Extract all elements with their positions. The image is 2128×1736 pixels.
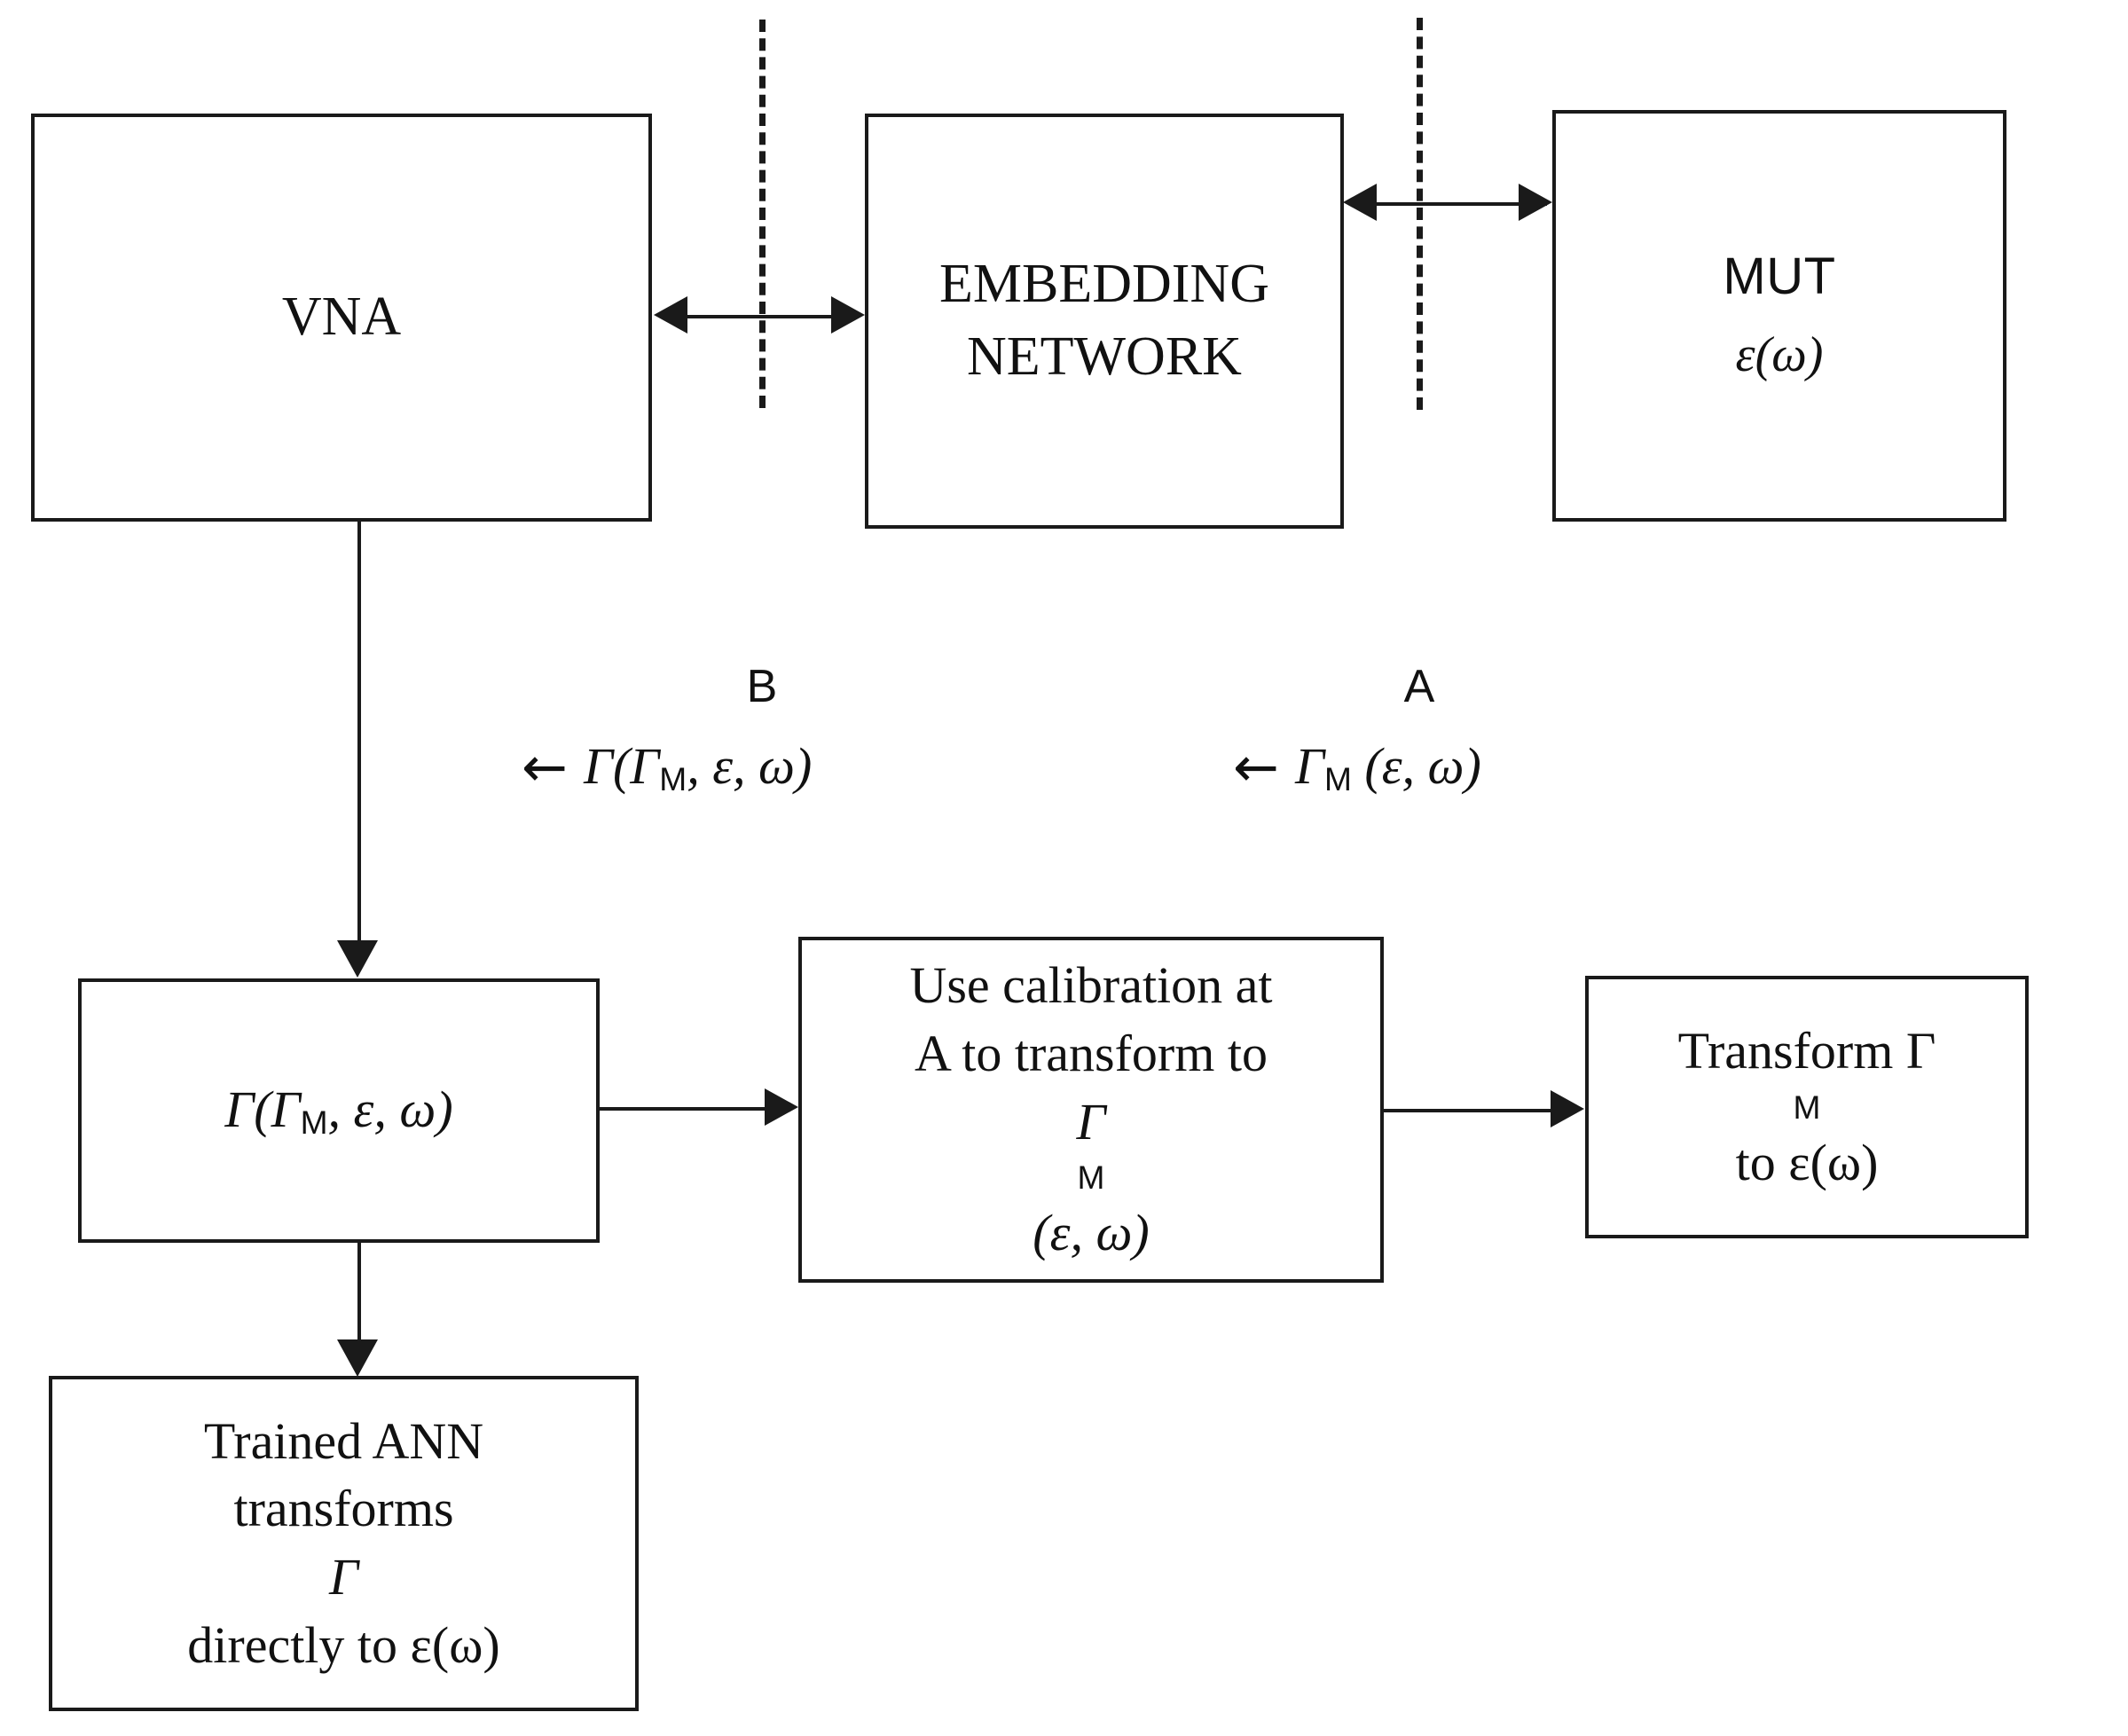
block-mut: MUT ε(ω) [1552,110,2006,522]
annotation-plane-a-formula-subscript: M [1323,760,1352,798]
gamma-measured-suffix: , ε, ω) [327,1080,453,1139]
block-mut-label: MUT ε(ω) [1556,243,2003,389]
connector-calibration-transform-line [1384,1109,1552,1112]
annotation-plane-b-formula-suffix: , ε, ω) [687,737,813,795]
trained-ann-line-3: directly to ε(ω) [187,1615,500,1674]
block-vna: VNA [31,114,652,522]
annotation-plane-a-formula-prefix: Γ [1294,737,1324,795]
annotation-plane-b-formula: Γ(ΓM, ε, ω) [584,736,812,798]
annotation-plane-b: ← Γ(ΓM, ε, ω) [522,736,812,798]
block-trained-ann-label: Trained ANN transforms Γ directly to ε(ω… [52,1408,635,1679]
connector-vna-gamma-line [357,522,361,943]
connector-gamma-ann-arrowhead-down [337,1339,378,1377]
use-calibration-line-2: A to transform to [915,1024,1268,1082]
trained-ann-line-2: transforms Γ [61,1475,626,1611]
block-gamma-measured: Γ(ΓM, ε, ω) [78,978,600,1243]
block-transform-gamma: Transform Γ M to ε(ω) [1585,976,2029,1238]
mut-acronym: MUT [1723,247,1836,305]
annotation-plane-a-formula-suffix: (ε, ω) [1351,737,1481,795]
block-embedding-network-label: EMBEDDING NETWORK [868,248,1340,394]
reference-plane-a-label: A [1403,661,1435,712]
transform-gamma-line-2: to ε(ω) [1735,1133,1879,1191]
use-calibration-line-3-subscript: M [1077,1159,1105,1197]
connector-gamma-ann-line [357,1243,361,1342]
connector-gamma-calibration-arrowhead-right [765,1088,798,1126]
reference-plane-a-dashed-line [1417,18,1423,410]
transform-gamma-line-1-subscript: M [1793,1088,1821,1126]
transform-gamma-line-1-text: Transform Γ [1677,1021,1936,1080]
connector-embedding-mut-arrowhead-right [1519,184,1552,221]
annotation-plane-a: ← ΓM (ε, ω) [1233,736,1481,798]
block-gamma-measured-label: Γ(ΓM, ε, ω) [82,1076,596,1144]
annotation-plane-b-arrow-icon: ← [522,734,568,800]
reference-plane-b-dashed-line [759,20,766,408]
trained-ann-line-1: Trained ANN [203,1411,484,1470]
mut-permittivity: ε(ω) [1735,327,1824,383]
trained-ann-line-2-symbol: Γ [329,1548,358,1606]
block-transform-gamma-label: Transform Γ M to ε(ω) [1589,1017,2025,1197]
trained-ann-line-2-text: transforms [233,1480,454,1538]
connector-gamma-calibration-line [600,1107,768,1111]
transform-gamma-line-1: Transform Γ M [1598,1017,2016,1129]
reference-plane-b-label: B [746,661,778,712]
connector-vna-embedding-arrowhead-left [654,296,687,334]
annotation-plane-a-formula: ΓM (ε, ω) [1295,736,1481,798]
block-embedding-network: EMBEDDING NETWORK [865,114,1344,529]
connector-calibration-transform-arrowhead-right [1551,1090,1584,1127]
connector-vna-gamma-arrowhead-down [337,940,378,978]
connector-vna-embedding-line [661,315,858,318]
embedding-network-line-2: NETWORK [967,326,1242,387]
annotation-plane-a-arrow-icon: ← [1233,734,1279,800]
embedding-network-line-1: EMBEDDING [939,254,1269,315]
gamma-measured-subscript: M [300,1104,328,1142]
gamma-measured-prefix: Γ(Γ [224,1080,301,1139]
connector-vna-embedding-arrowhead-right [831,296,865,334]
connector-embedding-mut-arrowhead-left [1343,184,1377,221]
block-trained-ann: Trained ANN transforms Γ directly to ε(ω… [49,1376,639,1711]
block-vna-label: VNA [281,287,402,348]
annotation-plane-b-formula-subscript: M [659,760,687,798]
annotation-plane-b-formula-prefix: Γ(Γ [583,737,660,795]
use-calibration-line-3-prefix: Γ [1076,1092,1106,1151]
use-calibration-line-1: Use calibration at [909,956,1273,1015]
use-calibration-line-3-suffix: (ε, ω) [1033,1204,1150,1262]
connector-embedding-mut-line [1350,202,1547,206]
